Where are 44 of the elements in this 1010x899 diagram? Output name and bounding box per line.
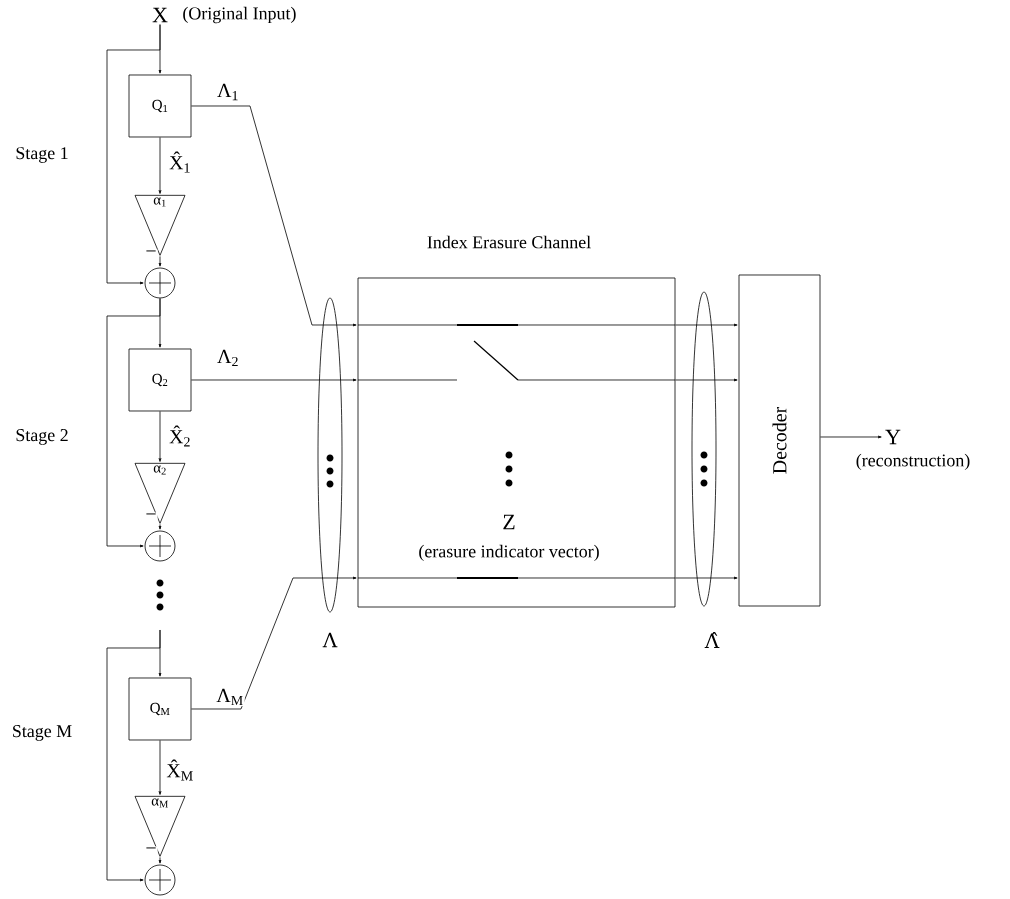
- output-caption: (reconstruction): [856, 453, 970, 471]
- stage-label: Stage 2: [16, 429, 68, 445]
- arrow: [106, 629, 161, 882]
- edge-label: Λ$_{M}$: [215, 687, 245, 707]
- arrow: [191, 576, 357, 710]
- edge-label: Λ$_{1}$: [216, 82, 240, 102]
- arrow: [675, 576, 738, 580]
- edge-label: −: [144, 512, 158, 522]
- arrow: [191, 378, 357, 382]
- arrow: [191, 105, 357, 327]
- arrow: [106, 24, 161, 285]
- channel-title: Index Erasure Channel: [427, 235, 591, 249]
- arrow: [158, 524, 162, 530]
- edge-label: Λ$_{2}$: [216, 348, 240, 368]
- bus-label: Λ̂: [704, 632, 720, 648]
- arrow: [158, 740, 162, 795]
- channel-variable: Z: [503, 514, 515, 530]
- arrow: [158, 256, 162, 267]
- summing-junction: [144, 864, 176, 896]
- summing-junction: [144, 267, 176, 299]
- summing-junction: [144, 530, 176, 562]
- stage-label: Stage M: [13, 725, 72, 741]
- arrow: [158, 857, 162, 864]
- arrow: [820, 435, 882, 439]
- arrow: [158, 411, 162, 462]
- edge-label: X̂$_{1}$: [168, 150, 192, 174]
- arrow: [675, 378, 738, 382]
- input-caption: (Original Input): [183, 6, 296, 24]
- decoder-box: Decoder: [738, 274, 821, 607]
- arrow: [675, 323, 738, 327]
- arrow: [158, 137, 162, 194]
- bus-label: Λ: [322, 632, 338, 648]
- output-label: Y: [885, 429, 901, 445]
- arrow: [106, 298, 161, 548]
- quantizer-box: Q$_{2}$: [128, 348, 192, 412]
- edge-label: −: [144, 249, 158, 259]
- stage-label: Stage 1: [16, 147, 68, 163]
- edge-label: X̂$_{2}$: [168, 424, 192, 448]
- input-label: X: [152, 7, 168, 23]
- edge-label: X̂$_{M}$: [165, 758, 195, 782]
- quantizer-box: Q$_{1}$: [128, 74, 192, 138]
- edge-label: −: [144, 846, 158, 856]
- quantizer-box: Q$_{M}$: [128, 677, 192, 741]
- channel-caption: (erasure indicator vector): [419, 544, 599, 562]
